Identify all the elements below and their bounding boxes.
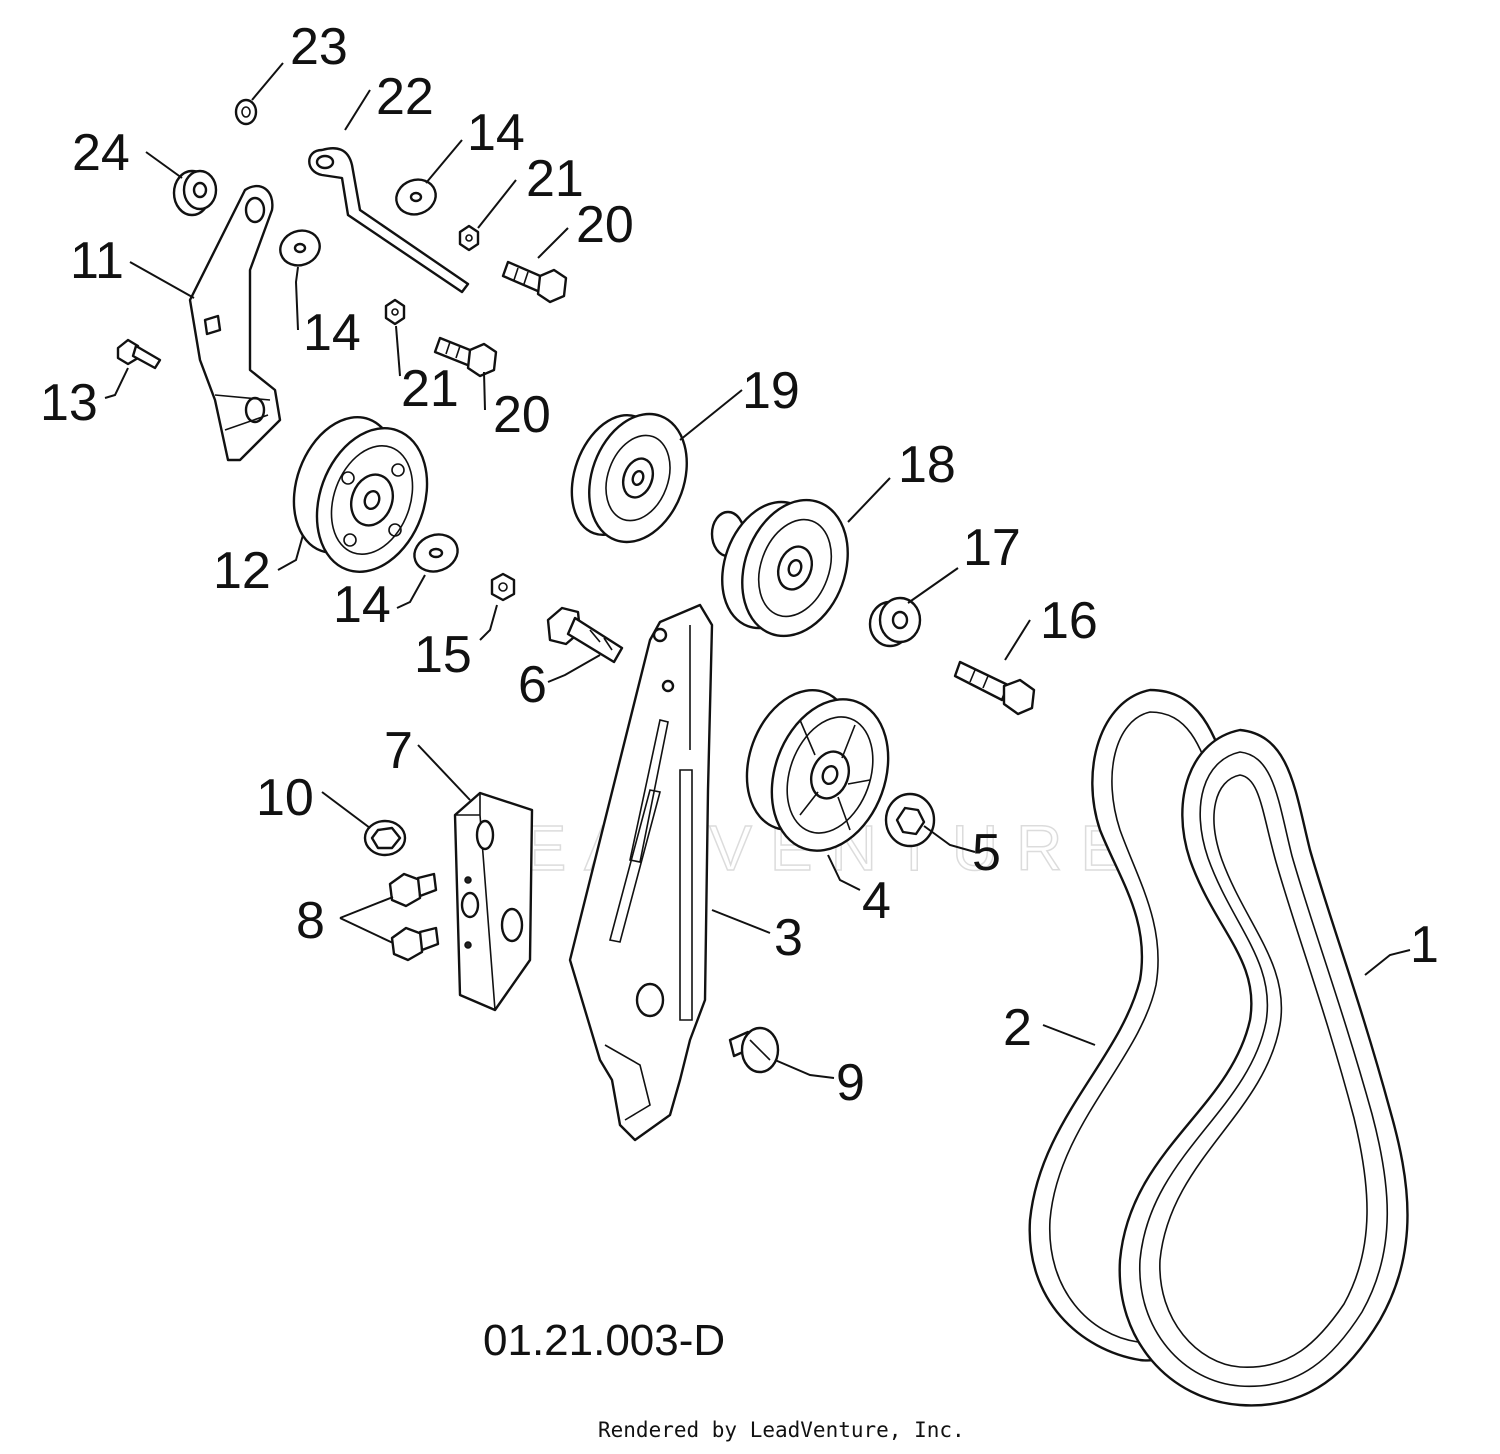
callout-22: 22 xyxy=(376,68,434,126)
pulley-12[interactable] xyxy=(276,403,446,588)
nut-21-upper[interactable] xyxy=(458,224,480,252)
spacer-17[interactable] xyxy=(868,596,922,648)
callout-7: 7 xyxy=(384,722,413,780)
callout-12: 12 xyxy=(213,542,271,600)
callout-8: 8 xyxy=(296,892,325,950)
render-credit: Rendered by LeadVenture, Inc. xyxy=(598,1418,965,1442)
washer-14-middle[interactable] xyxy=(275,225,324,271)
callout-2: 2 xyxy=(1003,999,1032,1057)
clip-23[interactable] xyxy=(234,98,258,126)
callout-18: 18 xyxy=(898,436,956,494)
washer-14-lower[interactable] xyxy=(409,529,463,578)
callout-10: 10 xyxy=(256,769,314,827)
bolt-20-lower[interactable] xyxy=(433,336,498,378)
callout-11: 11 xyxy=(70,232,124,290)
bolt-6[interactable] xyxy=(546,606,624,664)
leader-lines xyxy=(104,62,1411,1079)
diagram-code: 01.21.003-D xyxy=(483,1316,725,1365)
screw-8-lower[interactable] xyxy=(390,926,440,962)
arm-bracket-11[interactable] xyxy=(188,184,282,462)
callout-20-upper: 20 xyxy=(576,196,634,254)
callout-14-middle: 14 xyxy=(303,304,361,362)
bolt-13[interactable] xyxy=(116,338,162,370)
callout-14-lower: 14 xyxy=(333,576,391,634)
mount-plate-7[interactable] xyxy=(453,791,534,1012)
callout-3: 3 xyxy=(774,909,803,967)
spring-rod-22[interactable] xyxy=(308,147,470,294)
pulley-19[interactable] xyxy=(556,400,704,556)
nut-5[interactable] xyxy=(884,792,936,848)
callout-5: 5 xyxy=(972,824,1001,882)
idler-pulley-4[interactable] xyxy=(728,675,908,867)
callout-13: 13 xyxy=(40,374,98,432)
callout-6: 6 xyxy=(518,656,547,714)
bushing-24[interactable] xyxy=(172,169,218,217)
bolt-20-upper[interactable] xyxy=(501,260,568,304)
callout-16: 16 xyxy=(1040,592,1098,650)
callout-24: 24 xyxy=(72,124,130,182)
callout-21-lower: 21 xyxy=(401,360,459,418)
shoulder-bolt-9[interactable] xyxy=(728,1026,780,1074)
washer-14-top[interactable] xyxy=(391,174,440,220)
bolt-16[interactable] xyxy=(953,660,1036,716)
nut-10[interactable] xyxy=(363,819,407,857)
pulley-18[interactable] xyxy=(705,485,865,651)
callout-19: 19 xyxy=(742,362,800,420)
callout-23: 23 xyxy=(290,18,348,76)
callout-9: 9 xyxy=(836,1054,865,1112)
callout-20-lower: 20 xyxy=(493,386,551,444)
callout-4: 4 xyxy=(862,872,891,930)
callout-17: 17 xyxy=(963,519,1021,577)
nut-15[interactable] xyxy=(490,572,516,602)
idler-bracket-3[interactable] xyxy=(568,603,714,1142)
callout-21-upper: 21 xyxy=(526,150,584,208)
callout-14-top: 14 xyxy=(467,104,525,162)
callout-15: 15 xyxy=(414,626,472,684)
callout-1: 1 xyxy=(1410,916,1439,974)
nut-21-lower[interactable] xyxy=(384,298,406,326)
screw-8-upper[interactable] xyxy=(388,872,438,908)
belt-1[interactable] xyxy=(1118,728,1409,1407)
